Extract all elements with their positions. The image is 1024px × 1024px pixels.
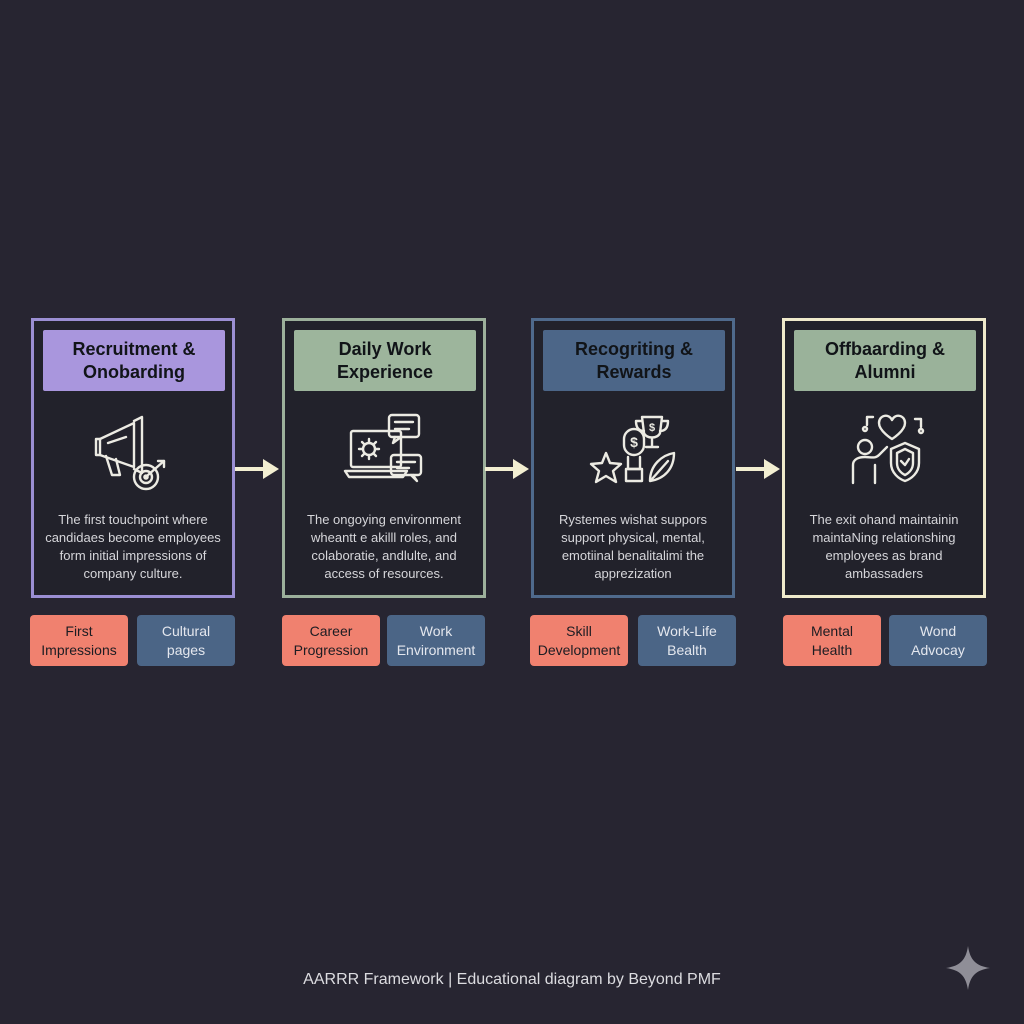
tag-skill-development: Skill Development — [530, 615, 628, 666]
laptop-chat-icon — [337, 409, 437, 495]
stage-description: Rystemes wishat suppors support physical… — [558, 512, 708, 581]
stage-card-recognition: Recogriting & Rewards $ $ Rystemes wisha… — [531, 318, 735, 598]
stage-description: The first touchpoint where candidaes bec… — [45, 512, 221, 581]
heart-shield-person-icon — [837, 409, 937, 495]
footer-caption: AARRR Framework | Educational diagram by… — [303, 971, 721, 988]
tag-career-progression: Career Progression — [282, 615, 380, 666]
stage-title: Offbaarding & Alumni — [794, 330, 976, 391]
tag-cultural-pages: Cultural pages — [137, 615, 235, 666]
svg-text:$: $ — [630, 434, 638, 450]
arrow-right-icon — [235, 458, 281, 480]
megaphone-target-icon — [86, 409, 186, 495]
arrow-right-icon — [485, 458, 531, 480]
stage-card-offboarding: Offbaarding & Alumni The exit ohand main… — [782, 318, 986, 598]
tag-first-impressions: First Impressions — [30, 615, 128, 666]
stage-description: The ongoying environment wheantt e akill… — [307, 512, 461, 581]
svg-text:$: $ — [649, 422, 655, 434]
stage-title: Recruitment & Onobarding — [43, 330, 225, 391]
stage-title: Recogriting & Rewards — [543, 330, 725, 391]
stage-card-recruitment: Recruitment & Onobarding The first touch… — [31, 318, 235, 598]
sparkle-icon — [944, 944, 992, 992]
tag-mental-health: Mental Health — [783, 615, 881, 666]
tag-wond-advocay: Wond Advocay — [889, 615, 987, 666]
stage-title: Daily Work Experience — [294, 330, 476, 391]
stage-description: The exit ohand maintainin maintaNing rel… — [809, 512, 959, 581]
stage-card-daily-work: Daily Work Experience The ongoying envir… — [282, 318, 486, 598]
arrow-right-icon — [736, 458, 782, 480]
tag-work-life-bealth: Work-Life Bealth — [638, 615, 736, 666]
tag-work-environment: Work Environment — [387, 615, 485, 666]
trophy-star-icon: $ $ — [586, 409, 686, 495]
